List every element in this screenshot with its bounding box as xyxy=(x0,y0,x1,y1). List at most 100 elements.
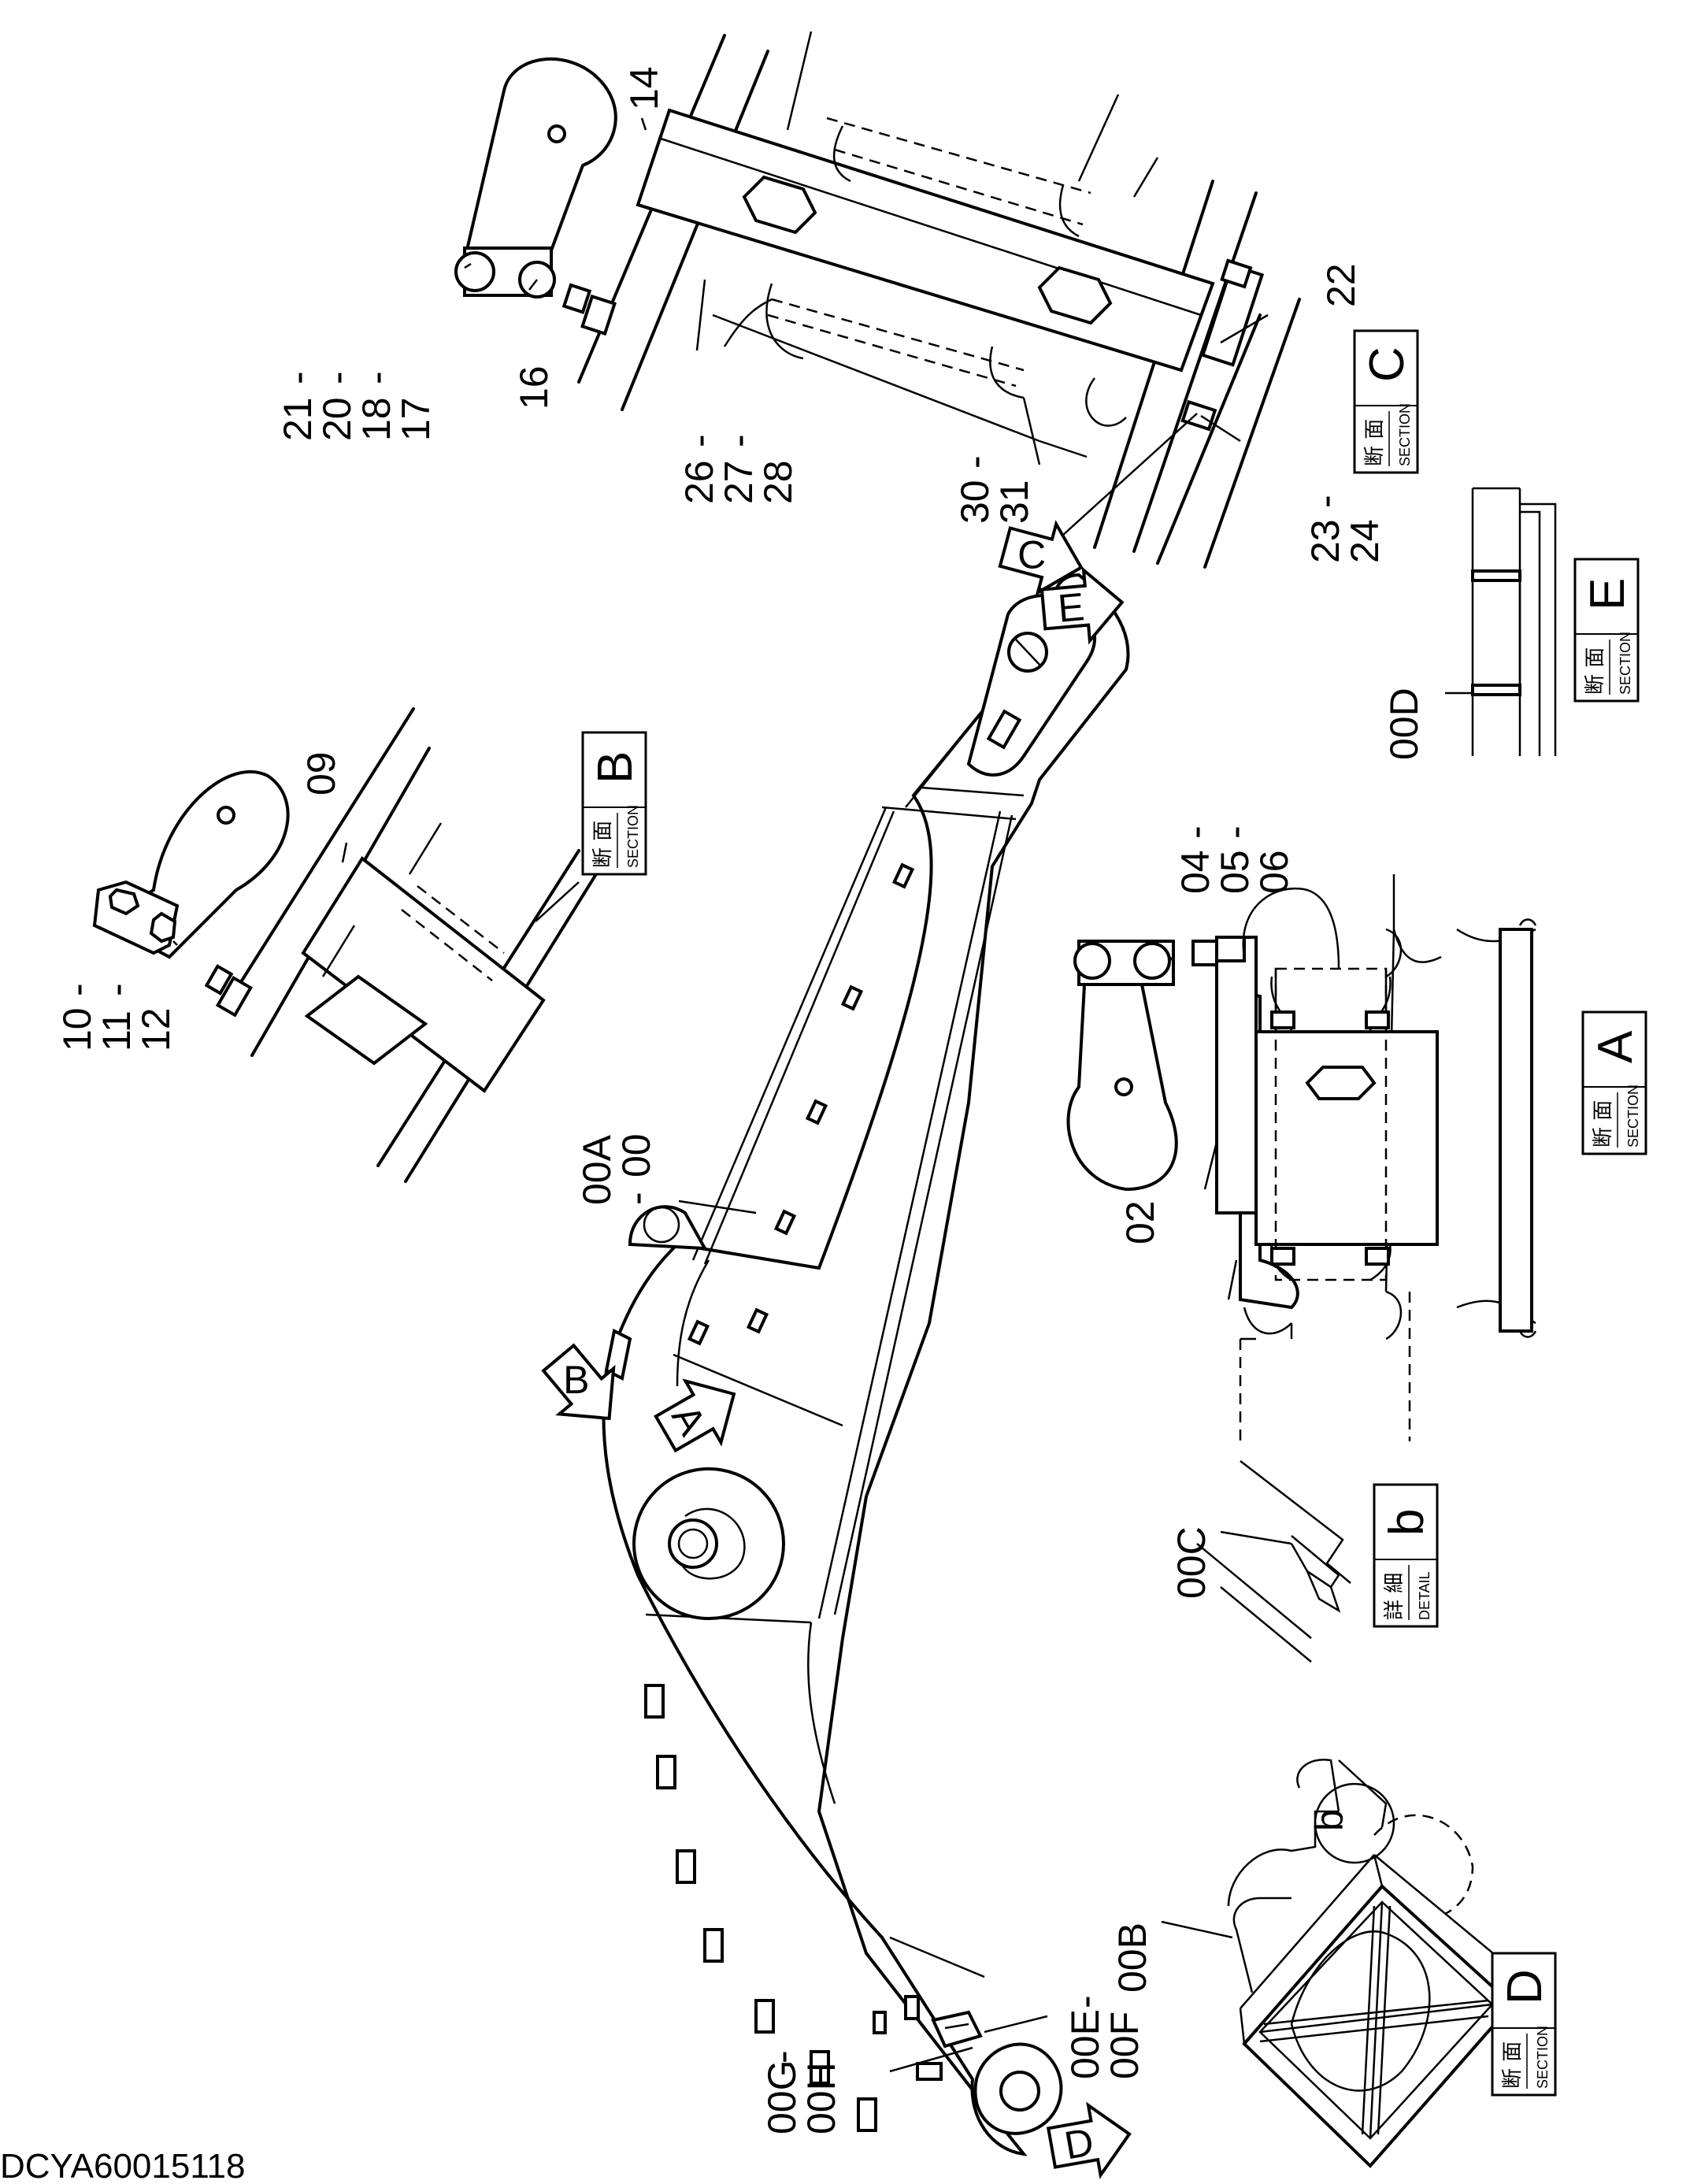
svg-text:-: - xyxy=(614,1192,658,1205)
svg-text:-: - xyxy=(1213,825,1257,839)
svg-text:11: 11 xyxy=(94,1010,139,1051)
svg-text:-: - xyxy=(1303,495,1347,508)
svg-text:SECTION: SECTION xyxy=(625,805,641,868)
svg-text:00G: 00G xyxy=(760,2060,804,2134)
label-16: 16 xyxy=(512,365,556,410)
section-c-plate xyxy=(462,57,617,274)
svg-text:B: B xyxy=(563,1358,589,1402)
svg-text:B: B xyxy=(588,751,643,784)
svg-text:-: - xyxy=(717,434,761,447)
label-stack-04-06: 04 05 06 - - xyxy=(1173,825,1296,894)
drawing-code: DCYA60015118 xyxy=(0,2147,245,2184)
view-arrow-e: E xyxy=(1040,566,1125,645)
label-stack-30-31: 30 31 - xyxy=(953,455,1036,524)
detail-b-callout-letter: b xyxy=(1307,1809,1351,1831)
section-label-b: 断 面 SECTION B xyxy=(581,731,647,876)
svg-text:-: - xyxy=(1173,825,1217,839)
svg-text:17: 17 xyxy=(394,397,438,441)
section-a-plate xyxy=(1066,939,1178,1192)
label-stack-26-28: 26 27 28 - - xyxy=(677,434,800,504)
svg-text:21: 21 xyxy=(276,397,320,441)
svg-text:20: 20 xyxy=(315,397,359,441)
label-00D: 00D xyxy=(1382,688,1426,760)
svg-text:00: 00 xyxy=(614,1133,658,1177)
svg-text:SECTION: SECTION xyxy=(1397,403,1413,466)
svg-text:SECTION: SECTION xyxy=(1535,2026,1551,2089)
svg-text:12: 12 xyxy=(134,1007,178,1051)
section-label-d: 断 面 SECTION D xyxy=(1491,1952,1557,2097)
svg-text:28: 28 xyxy=(756,460,800,504)
svg-text:SECTION: SECTION xyxy=(1618,632,1633,695)
svg-text:断 面: 断 面 xyxy=(1592,1100,1615,1148)
svg-text:b: b xyxy=(1380,1509,1434,1536)
label-stack-00G-00H: 00G 00H - xyxy=(760,2050,843,2134)
detail-b-view xyxy=(1196,1460,1351,1663)
label-stack-23-24: 23 24 - xyxy=(1303,495,1387,563)
view-arrow-b: B xyxy=(541,1343,616,1421)
svg-text:06: 06 xyxy=(1252,850,1296,894)
leader-00A xyxy=(678,1200,757,1214)
svg-text:-: - xyxy=(677,434,721,447)
section-b-view xyxy=(92,707,600,1183)
svg-text:00E: 00E xyxy=(1063,2009,1107,2079)
leader-lines xyxy=(172,117,1473,2073)
section-a-view xyxy=(1066,874,1537,1441)
label-stack-10-12: 10 11 12 - - xyxy=(55,983,178,1051)
svg-text:-: - xyxy=(315,371,359,384)
svg-text:24: 24 xyxy=(1343,519,1387,563)
svg-text:C: C xyxy=(1017,533,1046,577)
svg-text:10: 10 xyxy=(55,1007,99,1051)
svg-text:00F: 00F xyxy=(1102,2012,1147,2079)
svg-text:23: 23 xyxy=(1303,519,1347,563)
svg-text:詳 細: 詳 細 xyxy=(1383,1573,1406,1620)
label-00C: 00C xyxy=(1169,1526,1214,1599)
section-e-view xyxy=(1471,487,1557,756)
svg-text:-: - xyxy=(354,371,398,384)
section-b-pin-block xyxy=(301,856,546,1093)
label-22: 22 xyxy=(1319,263,1363,307)
section-c-view xyxy=(454,31,1301,569)
svg-text:00H: 00H xyxy=(799,2062,843,2134)
svg-text:26: 26 xyxy=(677,460,721,504)
svg-text:断 面: 断 面 xyxy=(591,821,615,868)
detail-b-callout-circle xyxy=(1314,1782,1395,1864)
label-00B: 00B xyxy=(1110,1923,1154,1993)
section-label-e: 断 面 SECTION E xyxy=(1573,558,1640,703)
svg-text:A: A xyxy=(1588,1030,1643,1063)
svg-text:E: E xyxy=(1056,584,1086,631)
svg-text:-: - xyxy=(94,983,139,996)
boom-arm xyxy=(602,573,1130,2156)
view-arrow-d: D xyxy=(1046,2101,1132,2179)
label-14: 14 xyxy=(622,66,666,110)
view-arrow-c: C xyxy=(998,520,1084,596)
svg-text:断 面: 断 面 xyxy=(1501,2041,1525,2089)
label-stack-00A-00: 00A 00 - xyxy=(575,1133,658,1205)
svg-text:04: 04 xyxy=(1173,850,1217,894)
label-02: 02 xyxy=(1118,1200,1162,1244)
svg-text:-: - xyxy=(953,455,997,469)
svg-text:断 面: 断 面 xyxy=(1584,647,1607,695)
section-label-a: 断 面 SECTION A xyxy=(1581,1010,1647,1155)
section-c-pin-block xyxy=(636,108,1215,373)
label-stack-00E-00F: 00E 00F - xyxy=(1063,1995,1147,2079)
svg-text:SECTION: SECTION xyxy=(1625,1085,1641,1148)
section-a-pin xyxy=(1254,1030,1439,1246)
svg-text:-: - xyxy=(276,371,320,384)
section-d-view xyxy=(1227,1758,1514,2168)
svg-text:断 面: 断 面 xyxy=(1363,419,1387,466)
svg-text:-: - xyxy=(760,2050,804,2063)
svg-text:30: 30 xyxy=(953,480,997,524)
svg-text:E: E xyxy=(1581,578,1635,610)
svg-text:27: 27 xyxy=(717,460,761,504)
label-09: 09 xyxy=(299,751,343,795)
label-stack-21-17: 21 20 18 17 - - - xyxy=(276,371,438,441)
svg-text:31: 31 xyxy=(992,480,1036,524)
detail-label-b: 詳 細 DETAIL b xyxy=(1373,1483,1439,1628)
svg-text:-: - xyxy=(1063,1995,1107,2008)
section-label-c: 断 面 SECTION C xyxy=(1353,329,1419,474)
svg-text:C: C xyxy=(1360,347,1414,382)
svg-text:-: - xyxy=(55,983,99,996)
svg-text:05: 05 xyxy=(1213,850,1257,894)
svg-text:DETAIL: DETAIL xyxy=(1417,1571,1432,1620)
